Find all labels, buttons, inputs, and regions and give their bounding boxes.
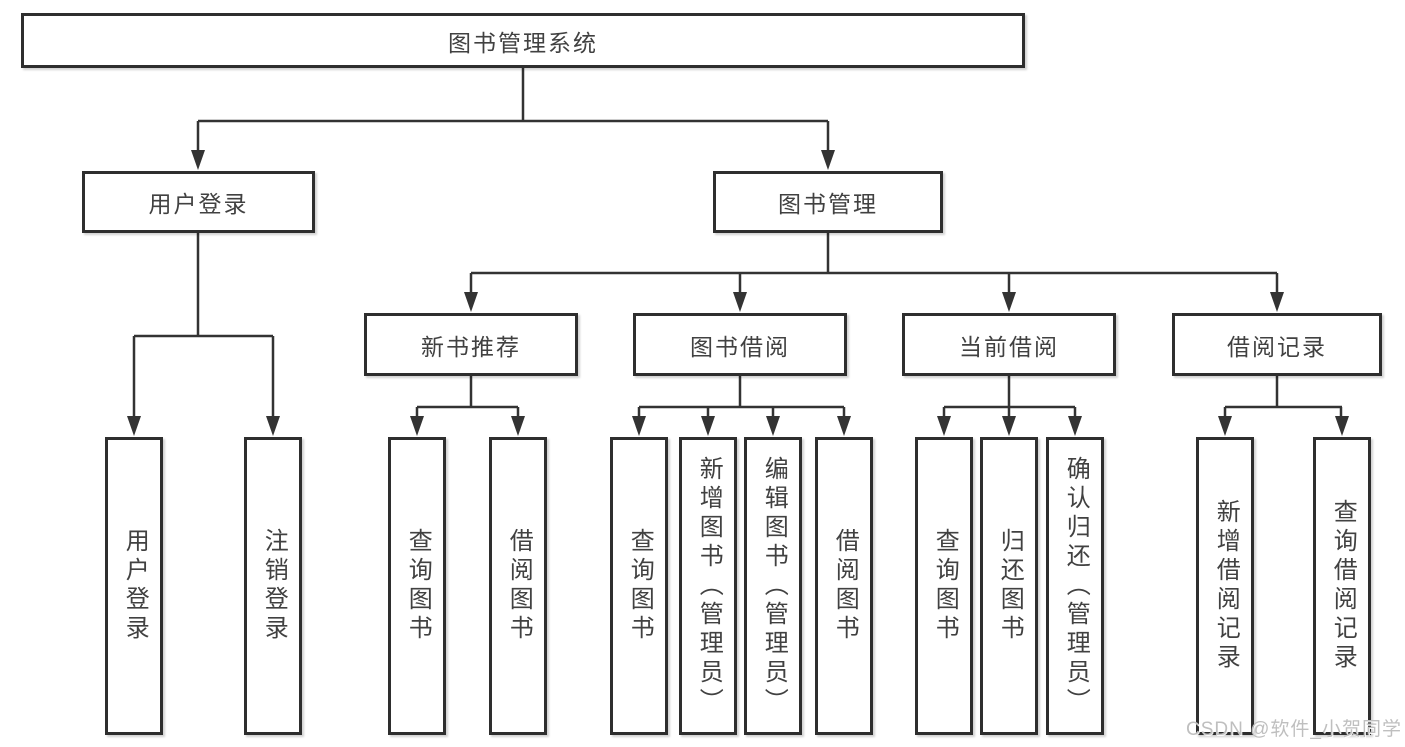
node-book-management: 图书管理 — [713, 171, 943, 233]
leaf-label: 新增借阅记录 — [1212, 499, 1240, 673]
leaf-borrow-query-books: 查询图书 — [610, 437, 668, 735]
csdn-watermark: CSDN @软件_小贺同学 — [1186, 719, 1402, 740]
leaf-label: 查询借阅记录 — [1329, 499, 1357, 673]
leaf-label: 新增图书（管理员） — [695, 455, 723, 717]
leaf-user-login: 用户登录 — [105, 437, 163, 735]
leaf-records-add: 新增借阅记录 — [1196, 437, 1254, 735]
leaf-current-query-books: 查询图书 — [915, 437, 973, 735]
node-book-borrow: 图书借阅 — [633, 313, 847, 376]
node-current-borrow: 当前借阅 — [902, 313, 1116, 376]
leaf-label: 注销登录 — [260, 528, 288, 644]
leaf-records-query: 查询借阅记录 — [1313, 437, 1371, 735]
leaf-label: 查询图书 — [404, 528, 432, 644]
leaf-logout-login: 注销登录 — [244, 437, 302, 735]
leaf-label: 编辑图书（管理员） — [760, 455, 788, 717]
leaf-label: 查询图书 — [931, 528, 959, 644]
node-borrow-records: 借阅记录 — [1172, 313, 1382, 376]
node-new-book-recommend: 新书推荐 — [364, 313, 578, 376]
leaf-borrow-add-books-admin: 新增图书（管理员） — [679, 437, 737, 735]
leaf-current-return-books: 归还图书 — [980, 437, 1038, 735]
leaf-label: 查询图书 — [626, 528, 654, 644]
leaf-current-confirm-return-admin: 确认归还（管理员） — [1046, 437, 1104, 735]
leaf-label: 归还图书 — [996, 528, 1024, 644]
leaf-label: 借阅图书 — [831, 528, 859, 644]
leaf-borrow-edit-books-admin: 编辑图书（管理员） — [744, 437, 802, 735]
leaf-newbooks-query: 查询图书 — [388, 437, 446, 735]
node-user-login: 用户登录 — [82, 171, 315, 233]
leaf-borrow-borrow-books: 借阅图书 — [815, 437, 873, 735]
leaf-newbooks-borrow: 借阅图书 — [489, 437, 547, 735]
leaf-label: 用户登录 — [121, 528, 149, 644]
node-root-system: 图书管理系统 — [21, 13, 1025, 68]
leaf-label: 借阅图书 — [505, 528, 533, 644]
leaf-label: 确认归还（管理员） — [1062, 455, 1090, 717]
